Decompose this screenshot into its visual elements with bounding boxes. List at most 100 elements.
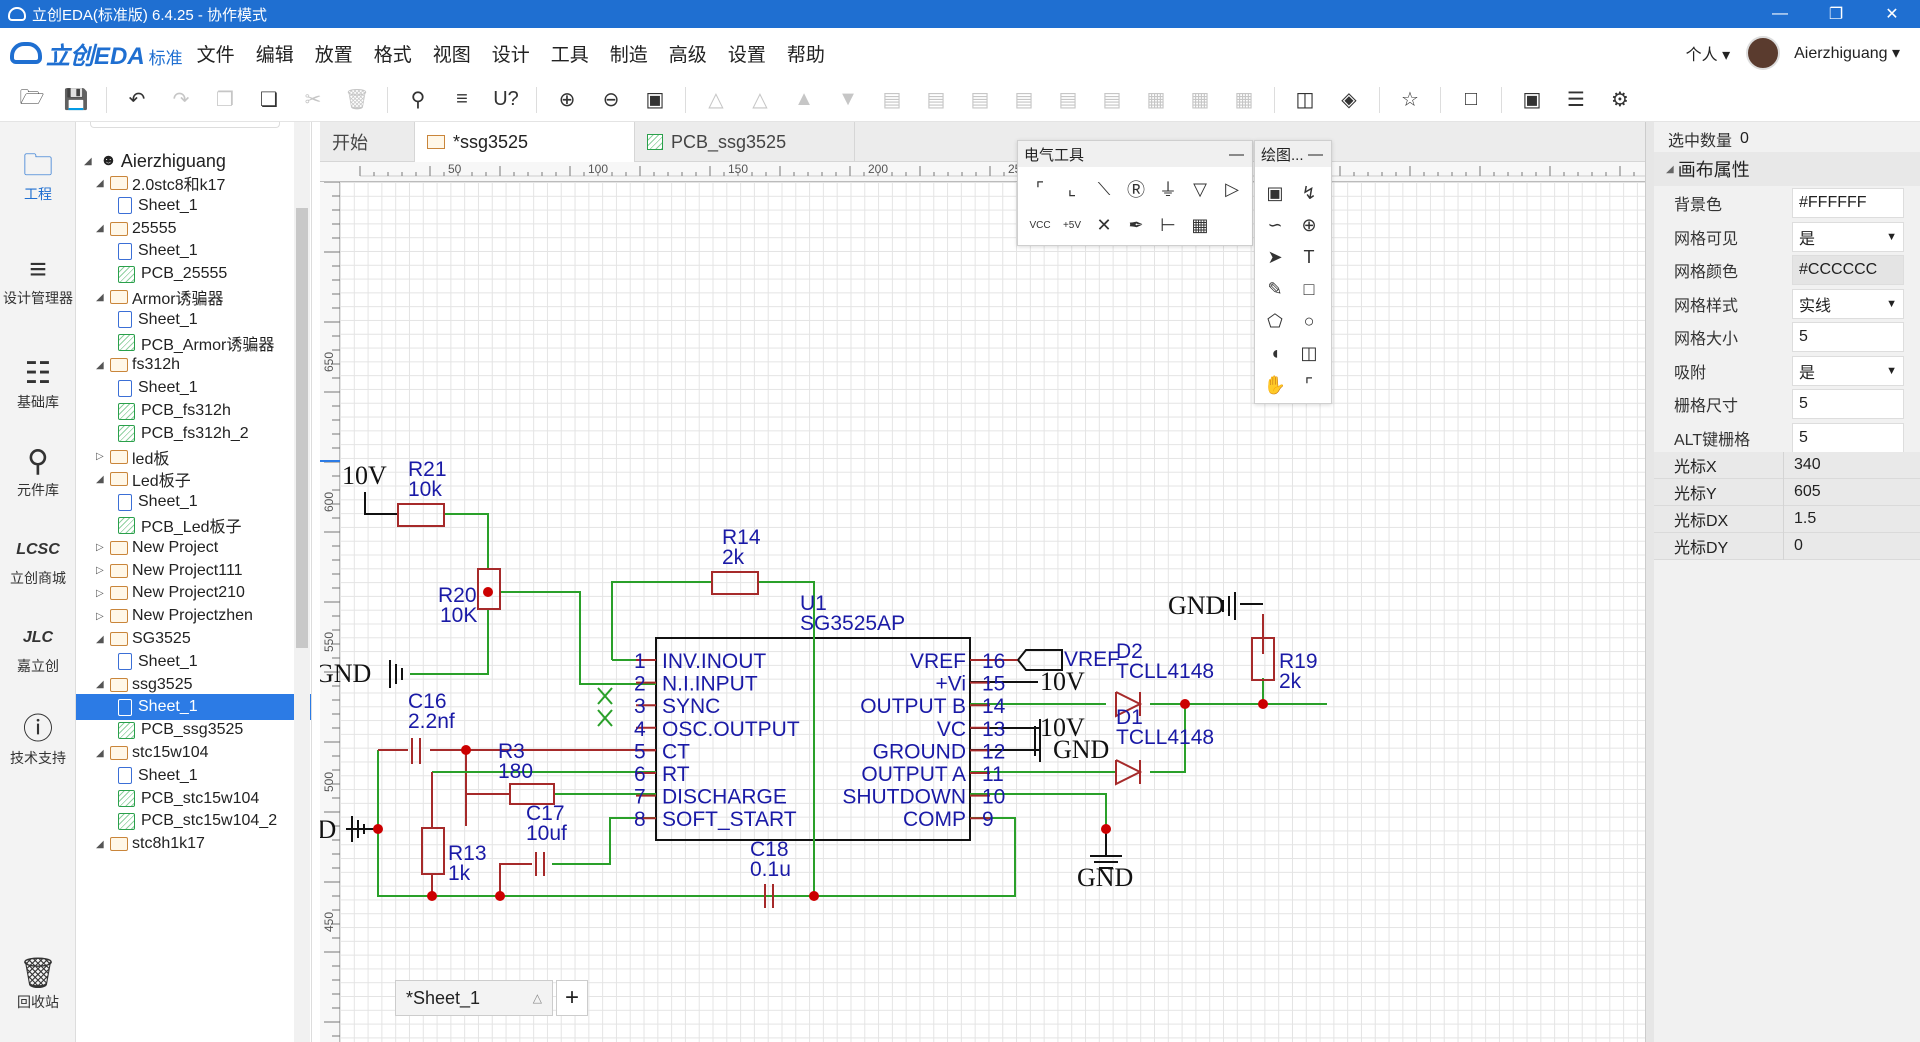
sidebar-item-project[interactable]: 🗀工程: [0, 148, 76, 204]
sidebar-item-component-lib[interactable]: ⚲元件库: [0, 444, 76, 500]
no-connect-icon[interactable]: ✕: [1096, 214, 1112, 235]
net-label-icon[interactable]: Ⓡ: [1127, 180, 1145, 200]
redo-icon[interactable]: ↷: [172, 89, 190, 111]
arc-icon[interactable]: ⊕: [1301, 214, 1317, 235]
tab-pcb[interactable]: PCB_ssg3525: [635, 122, 855, 162]
tree-node[interactable]: PCB_stc15w104: [76, 786, 311, 812]
layers-up-icon[interactable]: ◈: [1341, 89, 1357, 111]
tree-node[interactable]: ◢stc15w104: [96, 740, 301, 766]
avatar[interactable]: [1746, 36, 1781, 70]
frame-icon[interactable]: ▣: [1266, 182, 1284, 203]
tree-node[interactable]: Sheet_1: [76, 375, 311, 401]
hand-icon[interactable]: ✋: [1263, 374, 1287, 395]
align-bottom-icon[interactable]: ▤: [1014, 89, 1034, 111]
tree-search-box[interactable]: [90, 122, 280, 128]
undo-icon[interactable]: ↶: [128, 89, 146, 111]
flip-horizontal-icon[interactable]: ▲: [794, 88, 814, 110]
property-select[interactable]: 是▼: [1792, 355, 1904, 386]
tree-node[interactable]: ▷New Project: [96, 535, 301, 561]
layers-icon[interactable]: ☰: [1567, 89, 1585, 111]
tree-node[interactable]: ▷New Projectzhen: [96, 603, 301, 629]
tree-node[interactable]: Sheet_1: [76, 489, 311, 515]
tree-node[interactable]: ◢25555: [96, 216, 301, 242]
tree-node[interactable]: ◢ssg3525: [96, 672, 301, 698]
tree-node[interactable]: Sheet_1: [76, 649, 311, 675]
close-button[interactable]: ✕: [1885, 6, 1899, 23]
tab-schematic[interactable]: *ssg3525: [415, 122, 635, 162]
collapsed-arrow-icon[interactable]: ▷: [96, 542, 104, 554]
tree-node[interactable]: ▷led板: [96, 444, 301, 470]
share-icon[interactable]: ⚙: [1611, 89, 1629, 111]
zoom-out-icon[interactable]: ⊖: [602, 89, 620, 111]
open-folder-icon[interactable]: 🗁: [19, 86, 45, 109]
group-icon[interactable]: ▦: [1191, 214, 1209, 235]
tree-scrollbar[interactable]: [294, 122, 310, 1042]
tree-node[interactable]: ◢fs312h: [96, 352, 301, 378]
tree-node[interactable]: PCB_fs312h_2: [76, 421, 311, 447]
property-input[interactable]: 5: [1792, 389, 1904, 419]
menu-format[interactable]: 格式: [373, 44, 412, 66]
property-input[interactable]: #CCCCCC: [1792, 255, 1904, 285]
arrow-icon[interactable]: ➤: [1267, 246, 1283, 267]
flip-vertical-icon[interactable]: ▼: [838, 88, 858, 110]
wire-icon[interactable]: ⌜: [1035, 178, 1045, 199]
tree-node[interactable]: ◢2.0stc8和k17: [96, 170, 301, 196]
pin-icon[interactable]: ⊢: [1160, 214, 1176, 235]
expanded-arrow-icon[interactable]: ◢: [96, 679, 104, 691]
menu-fabrication[interactable]: 制造: [609, 44, 648, 66]
polygon-icon[interactable]: ⬠: [1267, 310, 1283, 331]
image-icon[interactable]: ◫: [1295, 89, 1315, 111]
align-grid-icon[interactable]: ▦: [1234, 89, 1254, 111]
bezier-icon[interactable]: ∽: [1267, 214, 1283, 235]
personal-menu[interactable]: 个人 ▾: [1685, 47, 1731, 64]
add-sheet-button[interactable]: +: [556, 980, 588, 1016]
menu-edit[interactable]: 编辑: [255, 44, 294, 66]
collapsed-arrow-icon[interactable]: ▷: [96, 565, 104, 577]
menu-view[interactable]: 视图: [432, 44, 471, 66]
tree-node[interactable]: Sheet_1: [76, 763, 311, 789]
search-icon[interactable]: ⚲: [410, 89, 426, 111]
circle-icon[interactable]: ○: [1303, 310, 1315, 331]
expanded-arrow-icon[interactable]: ◢: [96, 838, 104, 850]
pin-star-icon[interactable]: ☆: [1401, 89, 1419, 111]
collapsed-arrow-icon[interactable]: ▷: [96, 610, 104, 622]
expanded-arrow-icon[interactable]: ◢: [96, 177, 104, 189]
align-left-icon[interactable]: ▤: [882, 89, 902, 111]
tree-node[interactable]: ◢SG3525: [96, 626, 301, 652]
menu-advanced[interactable]: 高级: [668, 44, 707, 66]
expanded-arrow-icon[interactable]: ◢: [96, 473, 104, 485]
menu-settings[interactable]: 设置: [727, 44, 766, 66]
sheet-tab[interactable]: *Sheet_1△: [395, 980, 553, 1016]
probe-icon[interactable]: ✒: [1128, 214, 1144, 235]
property-input[interactable]: 5: [1792, 322, 1904, 352]
tab-start[interactable]: 开始: [320, 122, 415, 162]
tree-node[interactable]: PCB_ssg3525: [76, 717, 311, 743]
rectangle-icon[interactable]: □: [1303, 278, 1315, 299]
tree-node[interactable]: ▷New Project210: [96, 580, 301, 606]
find-list-icon[interactable]: ≡: [456, 88, 468, 110]
delete-icon[interactable]: 🗑: [344, 89, 370, 111]
dimension-icon[interactable]: ⌜: [1304, 374, 1314, 395]
expanded-arrow-icon[interactable]: ◢: [96, 747, 104, 759]
chevron-down-icon[interactable]: ▼: [1886, 364, 1897, 377]
tree-node[interactable]: PCB_fs312h: [76, 398, 311, 424]
align-top-icon[interactable]: ▤: [970, 89, 990, 111]
rotate-right-icon[interactable]: △: [752, 89, 768, 111]
collapsed-arrow-icon[interactable]: ▷: [96, 451, 104, 463]
maximize-button[interactable]: ❐: [1828, 6, 1844, 23]
minimize-button[interactable]: —: [1772, 5, 1788, 22]
align-center-v-icon[interactable]: ▤: [1058, 89, 1078, 111]
tree-node[interactable]: Sheet_1: [76, 193, 311, 219]
schematic-canvas[interactable]: 50 100 150 200 250 300 650 600 550 500 4…: [320, 162, 1645, 1042]
find-replace-icon[interactable]: U?: [493, 88, 519, 110]
minimize-panel-icon[interactable]: —: [1308, 145, 1323, 163]
image-icon[interactable]: ◫: [1300, 342, 1318, 363]
menu-tools[interactable]: 工具: [550, 44, 589, 66]
username-menu[interactable]: Aierzhiguang ▾: [1794, 45, 1900, 62]
pencil-icon[interactable]: ✎: [1267, 278, 1283, 299]
expanded-arrow-icon[interactable]: ◢: [96, 223, 104, 235]
rotate-left-icon[interactable]: △: [708, 89, 724, 111]
property-input[interactable]: #FFFFFF: [1792, 188, 1904, 218]
menu-file[interactable]: 文件: [196, 44, 235, 66]
